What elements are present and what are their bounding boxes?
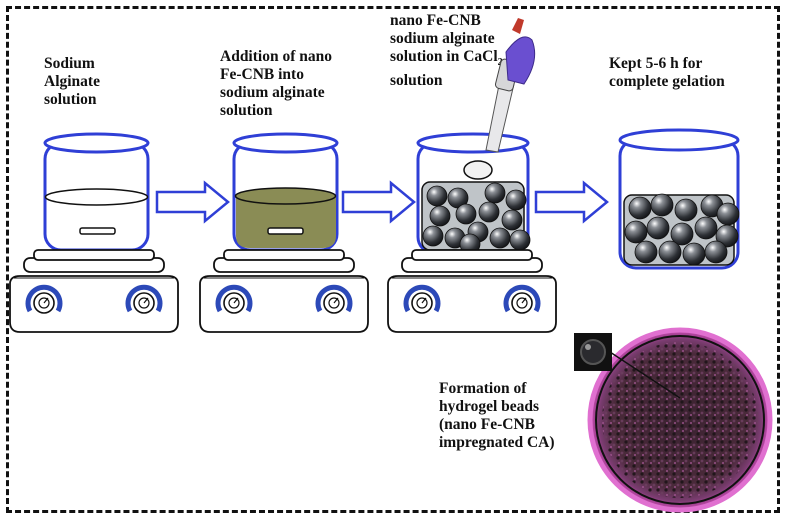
bead — [682, 242, 706, 266]
bead — [694, 216, 718, 240]
bead — [674, 198, 698, 222]
stirrer-plate-icon — [199, 249, 369, 333]
bead — [658, 240, 682, 264]
beaker-icon — [618, 128, 740, 270]
pipette-icon — [485, 18, 536, 153]
beaker-icon — [416, 132, 531, 255]
stir-bar — [267, 227, 304, 235]
beaker-icon — [43, 132, 150, 252]
arrow-right-icon — [155, 180, 230, 224]
bead — [509, 229, 531, 251]
bead — [484, 182, 506, 204]
bead — [634, 240, 658, 264]
bead — [715, 224, 739, 248]
knob-icon — [125, 284, 163, 314]
arrow-right-icon — [534, 180, 609, 224]
stir-bar — [79, 227, 116, 235]
arrow-right-icon — [341, 180, 416, 224]
bead — [429, 205, 451, 227]
label-sodium-alginate: Sodium Alginate solution — [44, 55, 100, 108]
stirrer-plate-icon — [9, 249, 179, 333]
bead — [650, 193, 674, 217]
stirrer-plate-icon — [387, 249, 557, 333]
bead — [422, 225, 444, 247]
knob-icon — [215, 284, 253, 314]
petri-dish-icon — [574, 327, 773, 513]
label-kept-gelation: Kept 5-6 h for complete gelation — [609, 55, 725, 90]
bead — [426, 185, 448, 207]
bead — [670, 222, 694, 246]
bead — [455, 203, 477, 225]
label-cacl2-solution: nano Fe-CNB sodium alginate solution in … — [390, 12, 503, 90]
bead — [501, 209, 523, 231]
bead — [478, 201, 500, 223]
label-addition-fecnb: Addition of nano Fe-CNB into sodium algi… — [220, 48, 332, 119]
knob-icon — [25, 284, 63, 314]
bead — [646, 216, 670, 240]
knob-icon — [315, 284, 353, 314]
knob-icon — [403, 284, 441, 314]
dashed-frame — [6, 6, 780, 513]
bead — [489, 227, 511, 249]
bead — [716, 202, 740, 226]
beaker-icon — [232, 132, 339, 252]
bead — [628, 196, 652, 220]
bead — [624, 220, 648, 244]
label-hydrogel-beads: Formation of hydrogel beads (nano Fe-CNB… — [439, 380, 555, 451]
knob-icon — [503, 284, 541, 314]
drop — [463, 160, 493, 180]
bead — [505, 189, 527, 211]
bead — [704, 240, 728, 264]
